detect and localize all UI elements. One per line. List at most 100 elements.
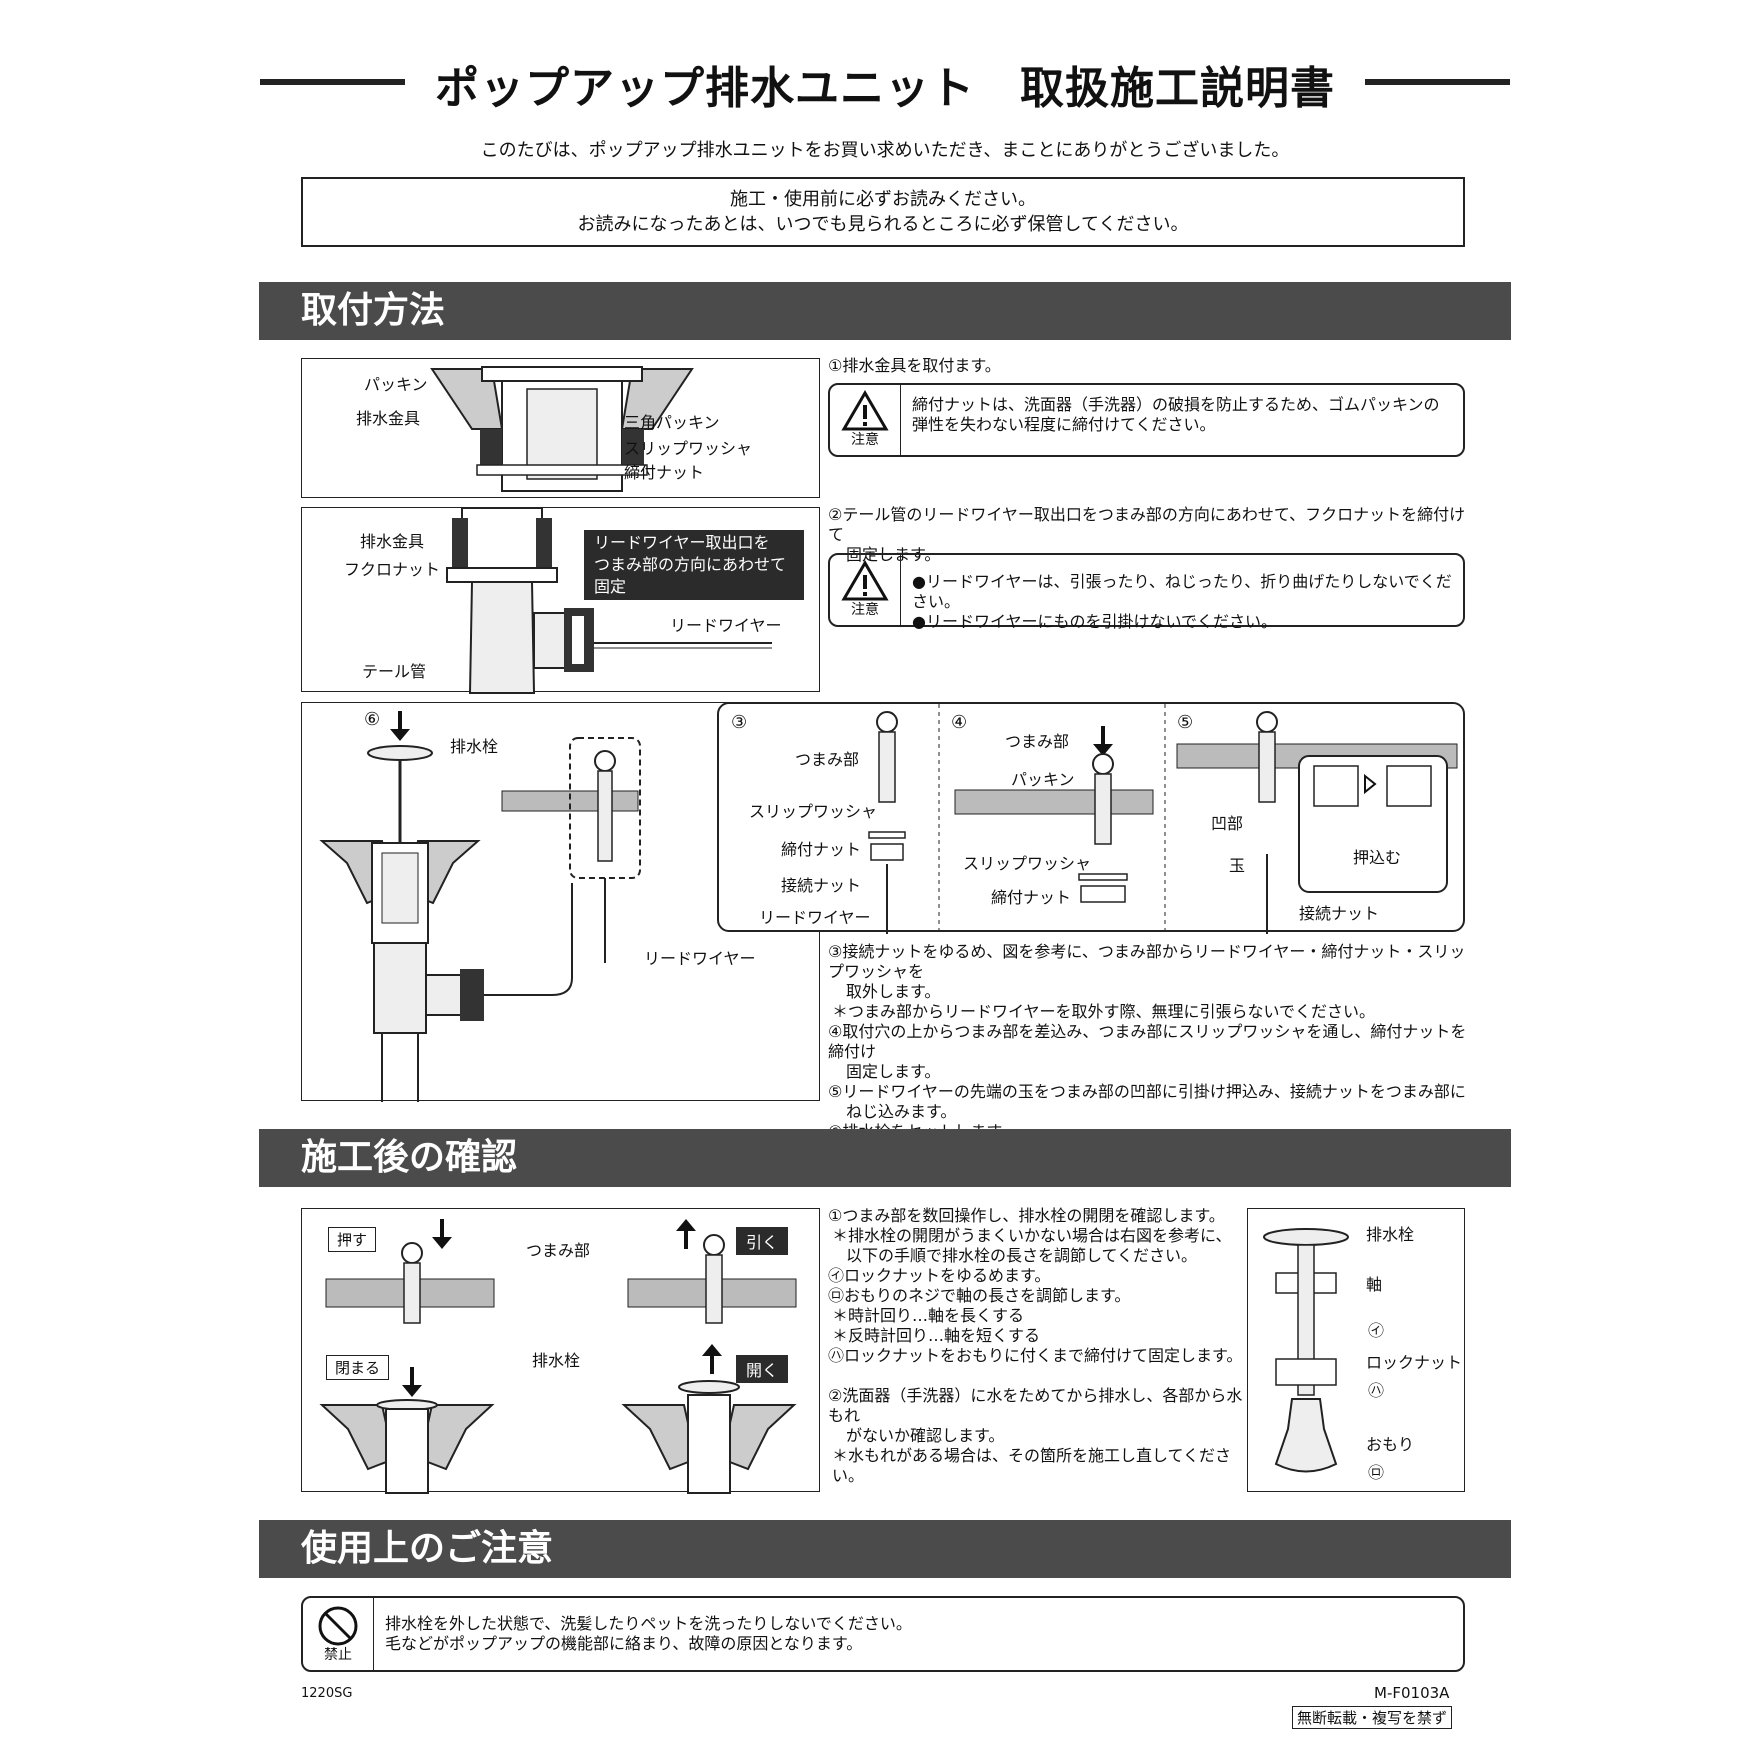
- caution-cell: 注意: [830, 385, 901, 455]
- prohibition-box: 禁止 排水栓を外した状態で、洗髪したりペットを洗ったりしないでください。 毛など…: [301, 1596, 1465, 1672]
- check-step-1: ①つまみ部を数回操作し、排水栓の開閉を確認します。: [828, 1206, 1225, 1225]
- panel-3-tightening-nut: 締付ナット: [781, 840, 862, 859]
- panel-4-num: ④: [951, 712, 968, 733]
- step-4-line-1: ④取付穴の上からつまみ部を差込み、つまみ部にスリップワッシャを通し、締付ナットを…: [828, 1022, 1467, 1061]
- check-counterclockwise: ＊反時計回り…軸を短くする: [832, 1326, 1041, 1345]
- operation-check-drawing: [319, 1219, 797, 1494]
- detail-panel-drawing: [868, 704, 1458, 934]
- prohibition-line-1: 排水栓を外した状態で、洗髪したりペットを洗ったりしないでください。: [385, 1614, 912, 1633]
- caution-box-2: 注意 ●リードワイヤーは、引張ったり、ねじったり、折り曲げたりしないでください。…: [828, 553, 1465, 631]
- panel-3-num: ③: [731, 712, 748, 733]
- panel-3-knob: つまみ部: [795, 750, 860, 769]
- footer-right-code: M-F0103A: [1374, 1684, 1450, 1702]
- section-usage-heading: 使用上のご注意: [259, 1520, 1511, 1578]
- panel-3-lead-wire: リードワイヤー: [759, 908, 871, 927]
- caution-text-2: ●リードワイヤーは、引張ったり、ねじったり、折り曲げたりしないでください。 ●リ…: [912, 572, 1453, 632]
- label-push: 押す: [328, 1227, 377, 1252]
- panel-4-slip-washer: スリップワッシャ: [963, 854, 1092, 873]
- label-step-6: ⑥: [364, 709, 381, 730]
- panel-5-recess: 凹部: [1211, 814, 1244, 833]
- page-title: ポップアップ排水ユニット 取扱施工説明書: [260, 52, 1510, 116]
- check-step-ha: ㋩ロックナットをおもりに付くまで締付けて固定します。: [828, 1346, 1243, 1365]
- label-lead-wire-3: リードワイヤー: [644, 949, 756, 968]
- label-knob: つまみ部: [526, 1241, 591, 1260]
- panel-4-packing: パッキン: [1011, 770, 1075, 789]
- drain-fitting-drawing: [430, 366, 694, 492]
- label-tail-pipe: テール管: [362, 662, 427, 681]
- title-rule-left: [260, 79, 465, 85]
- caution-text-1: 締付ナットは、洗面器（手洗器）の破損を防止するため、ゴムパッキンの弾性を失わない…: [912, 395, 1440, 434]
- panel-5-ball: 玉: [1229, 856, 1246, 875]
- step-5-line-2: ねじ込みます。: [846, 1102, 957, 1121]
- check-step-i: ㋑ロックナットをゆるめます。: [828, 1266, 1051, 1285]
- figure-plug-adjust: 排水栓 軸 ㋑ ロックナット ㋩ おもり ㋺: [1247, 1208, 1465, 1492]
- label-right-locknut: ロックナット: [1366, 1353, 1463, 1372]
- panel-4-tightening-nut: 締付ナット: [991, 888, 1072, 907]
- assembly-drawing: [319, 711, 641, 1102]
- caution-label: 注意: [851, 432, 879, 448]
- label-slip-washer: スリップワッシャ: [624, 439, 753, 458]
- check-step-2-line-1: ②洗面器（手洗器）に水をためてから排水し、各部から水もれ: [828, 1386, 1243, 1425]
- prohibition-label: 禁止: [324, 1647, 352, 1663]
- step-1: ①排水金具を取付ます。: [828, 356, 1001, 375]
- figure-drain-fitting: パッキン 排水金具 三角パッキン スリップワッシャ 締付ナット: [301, 358, 820, 498]
- label-drain-plug: 排水栓: [450, 737, 499, 756]
- label-bag-nut: フクロナット: [344, 560, 441, 579]
- label-drain-fitting-2: 排水金具: [360, 532, 425, 551]
- warning-triangle-icon: [841, 390, 889, 431]
- title-row: ポップアップ排水ユニット 取扱施工説明書: [260, 52, 1510, 114]
- label-right-weight: おもり: [1366, 1435, 1415, 1454]
- section-check-heading: 施工後の確認: [259, 1129, 1511, 1187]
- step-5-line-1: ⑤リードワイヤーの先端の玉をつまみ部の凹部に引掛け押込み、接続ナットをつまみ部に: [828, 1082, 1466, 1101]
- step-2-line-1: ②テール管のリードワイヤー取出口をつまみ部の方向にあわせて、フクロナットを締付け…: [828, 505, 1466, 544]
- check-clockwise: ＊時計回り…軸を長くする: [832, 1306, 1025, 1325]
- notice-line-2: お読みになったあとは、いつでも見られるところに必ず保管してください。: [577, 214, 1189, 235]
- figure-tail-pipe: 排水金具 フクロナット リードワイヤー取出口を つまみ部の方向にあわせて固定 リ…: [301, 507, 820, 694]
- panel-5-push-in: 押込む: [1353, 848, 1402, 867]
- panel-5-connecting-nut: 接続ナット: [1299, 904, 1380, 923]
- figure-operation-check: 押す 引く つまみ部 閉まる 開く 排水栓: [301, 1208, 820, 1494]
- greeting-text: このたびは、ポップアップ排水ユニットをお買い求めいただき、まことにありがとうござ…: [480, 140, 1290, 161]
- footer-left-code: 1220SG: [301, 1686, 353, 1701]
- prohibition-line-2: 毛などがポップアップの機能部に絡まり、故障の原因となります。: [385, 1634, 863, 1653]
- step-3-note: ＊つまみ部からリードワイヤーを取外す際、無理に引張らないでください。: [832, 1002, 1376, 1021]
- read-notice-box: 施工・使用前に必ずお読みください。 お読みになったあとは、いつでも見られるところ…: [301, 177, 1465, 247]
- step-2: ②テール管のリードワイヤー取出口をつまみ部の方向にあわせて、フクロナットを締付け…: [828, 505, 1468, 565]
- tail-pipe-drawing: [446, 507, 772, 694]
- caution-2-line-2: ●リードワイヤーにものを引掛けないでください。: [912, 612, 1278, 631]
- caution-cell-2: 注意: [830, 555, 901, 625]
- copyright-notice: 無断転載・複写を禁ず: [1292, 1706, 1453, 1729]
- check-note-1: ＊排水栓の開閉がうまくいかない場合は右図を参考に、: [832, 1226, 1232, 1245]
- label-right-shaft: 軸: [1366, 1275, 1383, 1294]
- label-right-i: ㋑: [1368, 1321, 1385, 1340]
- check-note-2: 以下の手順で排水栓の長さを調節してください。: [846, 1246, 1198, 1265]
- step-3-line-1: ③接続ナットをゆるめ、図を参考に、つまみ部からリードワイヤー・締付ナット・スリッ…: [828, 942, 1466, 981]
- callout-line-1: リードワイヤー取出口を: [594, 533, 770, 552]
- check-step-ro: ㋺おもりのネジで軸の長さを調節します。: [828, 1286, 1131, 1305]
- label-drain-fitting: 排水金具: [356, 409, 421, 428]
- label-tightening-nut: 締付ナット: [624, 463, 705, 482]
- callout-line-2: つまみ部の方向にあわせて固定: [594, 555, 787, 596]
- panel-3-connecting-nut: 接続ナット: [781, 876, 862, 895]
- label-open: 開く: [736, 1355, 789, 1383]
- detail-panel: ③ つまみ部 スリップワッシャ 締付ナット 接続ナット リードワイヤー ④ つま…: [717, 702, 1465, 934]
- warning-triangle-icon: [841, 560, 889, 601]
- prohibited-icon: [318, 1606, 358, 1646]
- label-triangle-packing: 三角パッキン: [624, 413, 720, 432]
- title-rule-right: [1305, 79, 1510, 85]
- panel-3-slip-washer: スリップワッシャ: [749, 802, 878, 821]
- caution-label-2: 注意: [851, 602, 879, 618]
- check-step-2-note: ＊水もれがある場合は、その箇所を施工し直してください。: [832, 1446, 1232, 1485]
- prohibition-text: 排水栓を外した状態で、洗髪したりペットを洗ったりしないでください。 毛などがポッ…: [385, 1614, 1453, 1654]
- caution-2-line-1: ●リードワイヤーは、引張ったり、ねじったり、折り曲げたりしないでください。: [912, 572, 1452, 611]
- label-right-ro: ㋺: [1368, 1463, 1385, 1482]
- plug-adjust-drawing: [1263, 1228, 1349, 1473]
- label-drain-plug-check: 排水栓: [532, 1351, 581, 1370]
- label-right-ha: ㋩: [1368, 1381, 1385, 1400]
- section-install-heading: 取付方法: [259, 282, 1511, 340]
- label-pull: 引く: [736, 1227, 789, 1255]
- label-right-plug: 排水栓: [1366, 1225, 1415, 1244]
- check-steps: ①つまみ部を数回操作し、排水栓の開閉を確認します。 ＊排水栓の開閉がうまくいかな…: [828, 1206, 1248, 1486]
- panel-5-num: ⑤: [1177, 712, 1194, 733]
- callout-lead-wire-outlet: リードワイヤー取出口を つまみ部の方向にあわせて固定: [584, 530, 804, 600]
